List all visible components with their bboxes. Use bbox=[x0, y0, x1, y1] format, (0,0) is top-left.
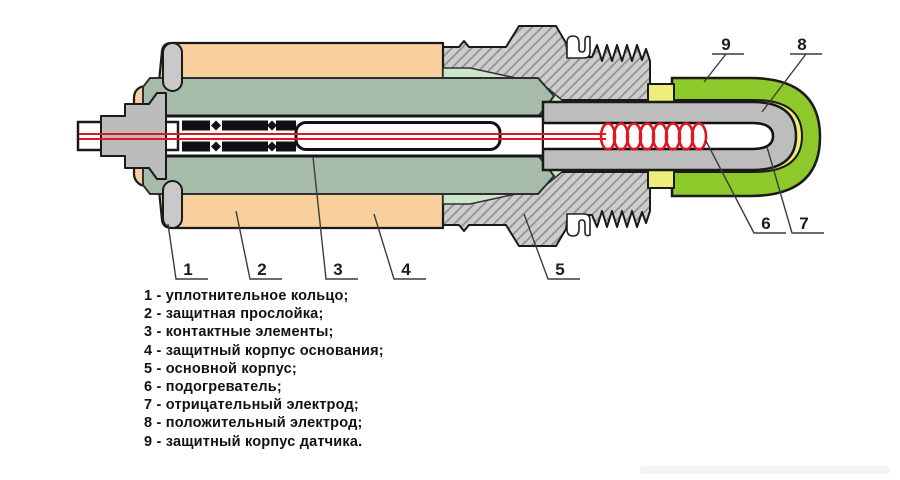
legend-item-2: 2 - защитная прослойка; bbox=[144, 306, 324, 323]
legend-item-9: 9 - защитный корпус датчика. bbox=[144, 433, 363, 450]
watermark-smudge bbox=[640, 466, 890, 474]
callout-leader-lines bbox=[167, 53, 824, 280]
callout-9: 9 bbox=[721, 35, 730, 54]
lock-washer-detail bbox=[566, 35, 591, 237]
legend-item-6: 6 - подогреватель; bbox=[144, 379, 282, 396]
signal-wires bbox=[79, 133, 606, 140]
contact-tube bbox=[294, 121, 502, 151]
legend-item-1: 1 - уплотнительное кольцо; bbox=[144, 288, 349, 304]
part-main-housing bbox=[442, 25, 651, 247]
legend-item-5: 5 - основной корпус; bbox=[144, 360, 297, 377]
part-sealing-ring bbox=[162, 42, 183, 229]
legend-item-3: 3 - контактные элементы; bbox=[144, 324, 334, 341]
legend-item-7: 7 - отрицательный электрод; bbox=[144, 397, 359, 414]
callout-7: 7 bbox=[799, 214, 808, 233]
callout-3: 3 bbox=[333, 260, 342, 279]
callout-8: 8 bbox=[797, 35, 806, 54]
callout-4: 4 bbox=[401, 260, 411, 279]
legend-item-4: 4 - защитный корпус основания; bbox=[144, 342, 384, 359]
part-contact-elements bbox=[182, 120, 296, 152]
callout-1: 1 bbox=[183, 260, 192, 279]
cable-connector bbox=[100, 92, 167, 180]
legend-item-8: 8 - положительный электрод; bbox=[144, 415, 363, 432]
legend: 1 - уплотнительное кольцо; 2 - защитная … bbox=[144, 287, 384, 451]
part-heater-coil bbox=[599, 122, 708, 151]
callout-6: 6 bbox=[761, 214, 770, 233]
part-inner-cavity bbox=[544, 121, 775, 151]
callout-2: 2 bbox=[257, 260, 266, 279]
part-ceramic-insulator bbox=[142, 77, 556, 195]
callout-5: 5 bbox=[555, 260, 564, 279]
